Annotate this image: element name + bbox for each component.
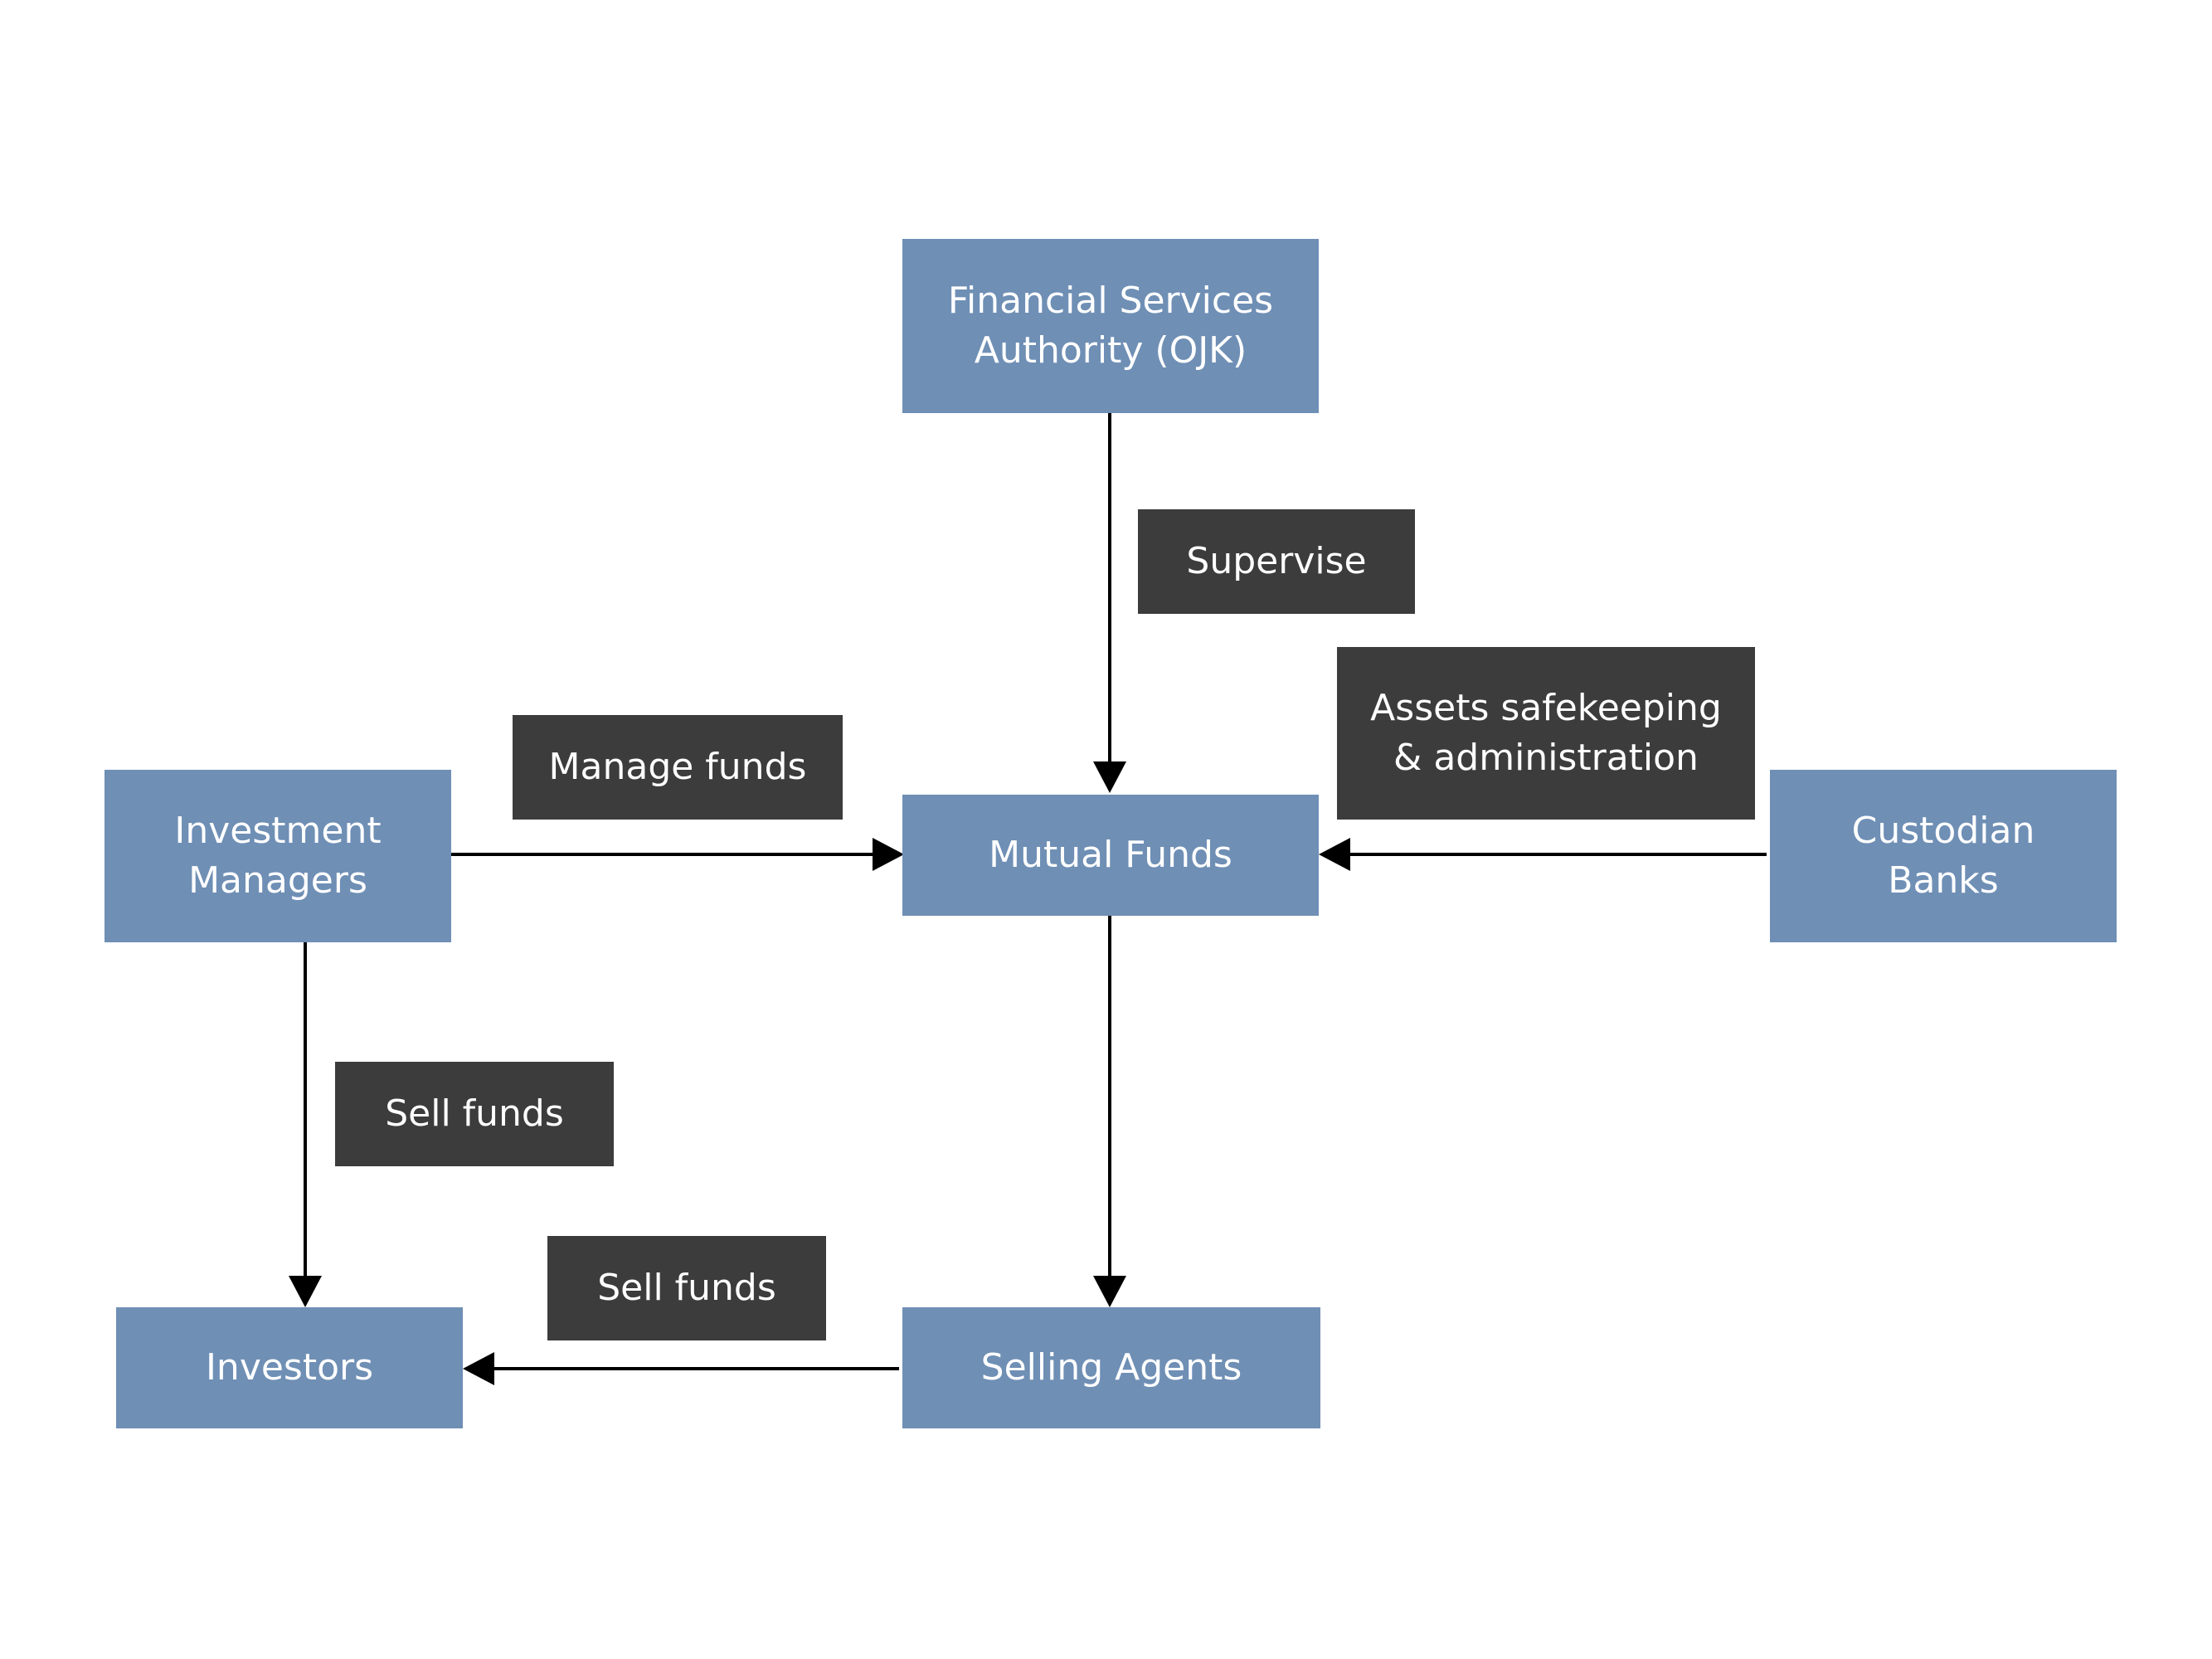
node-ojk: Financial Services Authority (OJK): [902, 239, 1319, 413]
node-investment-managers-label: Investment Managers: [174, 810, 382, 902]
relation-sell-funds-managers-label: Sell funds: [385, 1092, 564, 1135]
edge-mutual-funds-to-selling-agents: [1093, 915, 1126, 1307]
node-selling-agents: Selling Agents: [902, 1307, 1320, 1428]
relation-sell-funds-agents-label: Sell funds: [597, 1267, 776, 1309]
node-selling-agents-label: Selling Agents: [980, 1346, 1242, 1389]
relation-supervise: Supervise: [1138, 509, 1415, 614]
node-mutual-funds: Mutual Funds: [902, 795, 1319, 916]
node-investors: Investors: [116, 1307, 463, 1428]
edge-custodian-banks-to-mutual-funds: [1319, 838, 1767, 871]
node-custodian-banks-label: Custodian Banks: [1851, 810, 2035, 902]
relation-manage-funds-label: Manage funds: [548, 746, 807, 788]
relation-sell-funds-managers: Sell funds: [335, 1062, 614, 1166]
relation-manage-funds: Manage funds: [513, 715, 843, 820]
relation-assets-safekeeping: Assets safekeeping & administration: [1337, 647, 1755, 820]
relation-sell-funds-agents: Sell funds: [547, 1236, 826, 1340]
edge-ojk-to-mutual-funds: [1093, 411, 1126, 793]
node-ojk-label: Financial Services Authority (OJK): [947, 280, 1274, 372]
edge-selling-agents-to-investors: [463, 1352, 899, 1385]
relation-assets-safekeeping-label: Assets safekeeping & administration: [1370, 687, 1722, 779]
node-investment-managers: Investment Managers: [105, 770, 451, 942]
relation-supervise-label: Supervise: [1186, 540, 1367, 582]
edge-investment-managers-to-investors: [289, 941, 322, 1307]
node-mutual-funds-label: Mutual Funds: [989, 834, 1232, 876]
node-investors-label: Investors: [205, 1346, 374, 1389]
node-custodian-banks: Custodian Banks: [1770, 770, 2117, 942]
edge-investment-managers-to-mutual-funds: [450, 838, 904, 871]
